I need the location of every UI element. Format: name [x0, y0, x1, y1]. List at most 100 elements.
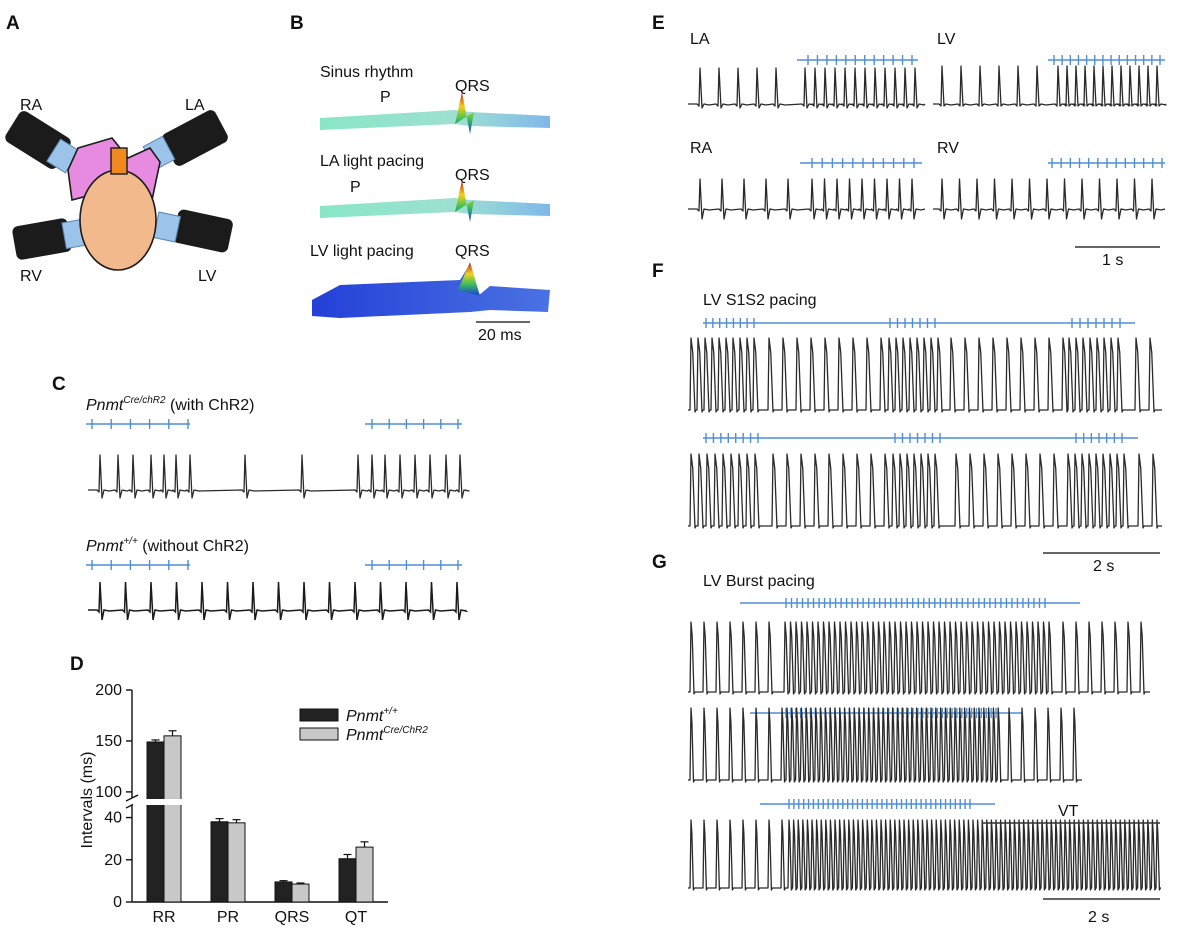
e-label-ra: RA — [690, 140, 713, 157]
d-legend-sup-2: Cre/ChR2 — [383, 725, 428, 736]
d-ylabel: Intervals (ms) — [79, 752, 96, 849]
c-trace-without-chr2 — [88, 581, 469, 621]
f-trace-2 — [688, 453, 1162, 529]
d-ytick-label: 40 — [104, 810, 122, 827]
panel-e-letter: E — [652, 13, 665, 34]
e-label-la: LA — [690, 31, 710, 48]
c-trace2-sup: +/+ — [123, 536, 138, 547]
b-row3-title: LV light pacing — [310, 243, 414, 260]
panel-a-letter: A — [6, 13, 20, 34]
f-trace-1 — [688, 337, 1162, 413]
fiber-lv — [152, 209, 233, 253]
e-trace-la — [688, 67, 926, 109]
d-ytick-label: 20 — [104, 852, 122, 869]
b-row2-title: LA light pacing — [320, 153, 424, 170]
panel-f-letter: F — [652, 261, 664, 282]
e-trace-ra — [688, 178, 926, 220]
e-trace-lv — [933, 65, 1167, 107]
b-row1-title: Sinus rhythm — [320, 64, 413, 81]
c-trace2-gene: Pnmt — [86, 538, 124, 555]
d-bar — [227, 822, 246, 903]
c-trace1-sup: Cre/chR2 — [123, 395, 166, 406]
fiber-rv — [12, 218, 87, 260]
f-scale-label: 2 s — [1093, 558, 1114, 575]
label-rv: RV — [20, 268, 42, 285]
d-legend-swatch-1 — [299, 708, 339, 722]
e-label-lv: LV — [937, 31, 956, 48]
b-row1-qrs: QRS — [455, 78, 490, 95]
d-axis-break-1 — [125, 794, 139, 802]
b-row2-p: P — [350, 179, 361, 196]
b-row2-surface — [320, 180, 550, 222]
c-trace-with-chr2 — [88, 454, 470, 499]
c-trace2-suffix: (without ChR2) — [138, 538, 249, 555]
d-bar — [338, 858, 357, 903]
d-legend: Pnmt+/+ PnmtCre/ChR2 — [299, 706, 428, 744]
ventricle-shape — [79, 169, 157, 271]
d-bar — [146, 741, 165, 903]
c-trace1-gene: Pnmt — [86, 397, 124, 414]
d-legend-sup-1: +/+ — [383, 706, 398, 717]
g-trace-2 — [688, 707, 1082, 783]
panel-c: C PnmtCre/chR2 (with ChR2) Pnmt+/+ (with… — [52, 374, 470, 621]
d-ytick-label: 200 — [95, 682, 122, 699]
d-xtick-label: QRS — [275, 909, 310, 926]
c-stim-bar-1 — [86, 419, 462, 429]
panel-d-letter: D — [70, 654, 84, 675]
d-xtick-label: QT — [345, 909, 367, 926]
panel-e: E LA LV RA RV 1 s — [652, 13, 1167, 269]
g-title: LV Burst pacing — [703, 573, 815, 590]
g-trace-1 — [688, 621, 1150, 695]
e-trace-rv — [933, 178, 1166, 220]
label-ra: RA — [20, 97, 43, 114]
f-title: LV S1S2 pacing — [703, 292, 817, 309]
e-stim-bars — [797, 55, 1165, 168]
g-scale-label: 2 s — [1088, 909, 1109, 926]
label-la: LA — [185, 97, 205, 114]
d-ytick-label: 100 — [95, 784, 122, 801]
panel-g: G LV Burst pacing VT 2 s — [652, 552, 1162, 926]
c-trace1-suffix: (with ChR2) — [166, 397, 255, 414]
b-scale-label: 20 ms — [478, 327, 522, 344]
panel-b: B Sinus rhythm P QRS LA light pacing P Q… — [290, 13, 550, 344]
panel-c-letter: C — [52, 374, 66, 395]
d-ytick-label: 150 — [95, 733, 122, 750]
d-legend-label-2: PnmtCre/ChR2 — [346, 725, 428, 744]
d-ytick-label: 0 — [113, 894, 122, 911]
d-break-gap — [133, 799, 389, 805]
b-row3-surface — [312, 262, 550, 318]
e-scale-label: 1 s — [1102, 252, 1123, 269]
label-lv: LV — [198, 268, 217, 285]
b-row1-p: P — [380, 89, 391, 106]
e-label-rv: RV — [937, 140, 959, 157]
d-bar — [291, 883, 310, 903]
d-legend-label-1: Pnmt+/+ — [346, 706, 398, 725]
panel-a: A RA — [5, 13, 233, 285]
b-row2-qrs: QRS — [455, 167, 490, 184]
d-xtick-label: RR — [152, 909, 175, 926]
panel-b-letter: B — [290, 13, 304, 34]
d-bar — [355, 846, 374, 903]
d-bars — [133, 730, 389, 903]
c-trace1-label: PnmtCre/chR2 (with ChR2) — [86, 395, 255, 414]
b-row1-surface — [320, 92, 550, 134]
fiber-ra — [5, 111, 80, 174]
d-bar — [210, 821, 229, 903]
d-legend-swatch-2 — [299, 727, 339, 741]
d-bar — [274, 881, 293, 903]
panel-g-letter: G — [652, 552, 667, 573]
g-vt-label: VT — [1058, 803, 1079, 820]
c-trace2-label: Pnmt+/+ (without ChR2) — [86, 536, 249, 555]
panel-f: F LV S1S2 pacing 2 s — [652, 261, 1162, 575]
d-legend-gene-1: Pnmt — [346, 708, 384, 725]
d-legend-gene-2: Pnmt — [346, 727, 384, 744]
aorta-shape — [110, 147, 128, 175]
c-stim-bar-2 — [86, 560, 462, 570]
b-row3-qrs: QRS — [455, 243, 490, 260]
f-stim-bars — [703, 318, 1138, 443]
d-xtick-label: PR — [217, 909, 239, 926]
d-bar — [163, 735, 182, 903]
